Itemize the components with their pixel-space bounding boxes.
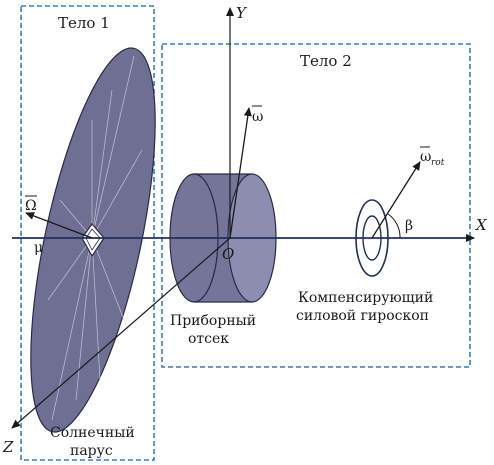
gyro-label-line1: Компенсирующий <box>298 290 433 306</box>
mu-label: μ <box>34 240 43 256</box>
omega-rot-vector <box>371 161 421 239</box>
origin-label: O <box>222 245 234 263</box>
axis-z <box>11 237 231 429</box>
beta-arc <box>387 213 401 239</box>
omega-big-vector <box>25 212 93 239</box>
omega-vector <box>229 107 252 239</box>
axis-y-label: Y <box>236 4 248 22</box>
instrument-label-line1: Приборный <box>170 313 256 329</box>
sail-label-line2: парус <box>70 443 113 459</box>
omega-rot-subscript: rot <box>431 158 445 168</box>
gyro-label-line2: силовой гироскоп <box>296 308 429 324</box>
body1-label: Тело 1 <box>58 14 110 32</box>
beta-label: β <box>405 218 413 234</box>
omega-label: ω <box>252 109 263 125</box>
omega-big-label: Ω <box>25 198 37 214</box>
sail-label-line1: Солнечный <box>50 425 135 441</box>
body2-label: Тело 2 <box>300 52 352 70</box>
solar-sail <box>30 47 156 433</box>
axis-x-label: X <box>475 216 488 234</box>
instrument-label-line2: отсек <box>188 331 229 347</box>
axis-z-label: Z <box>2 438 14 456</box>
body2-frame <box>161 43 471 368</box>
body1-frame <box>20 5 155 461</box>
omega-rot-label: ω <box>420 149 431 165</box>
